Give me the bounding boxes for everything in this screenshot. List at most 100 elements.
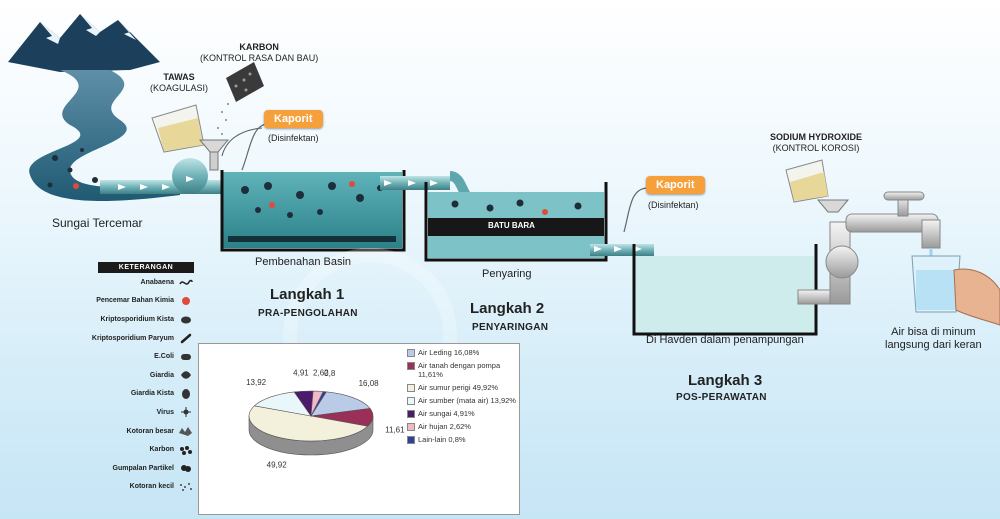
pie-legend-label: Air sumber (mata air) 13,92%	[418, 396, 516, 405]
pie-legend-item: Air Leding 16,08%	[407, 348, 517, 357]
pie-slice	[248, 405, 369, 442]
large-dirt-icon	[179, 427, 192, 437]
legend-item: E.Coli	[78, 347, 194, 366]
pie-slice	[253, 391, 312, 417]
legend-item: Kriptosporidium Paryum	[78, 329, 194, 348]
legend-item-label: Kotoran besar	[126, 427, 174, 435]
pie-slice-label: 13,92	[246, 378, 267, 387]
pie-slice-label: 2,62	[313, 368, 329, 377]
legend-item: Giardia Kista	[78, 385, 194, 404]
step-3-subtitle: POS-PERAWATAN	[676, 392, 767, 403]
pie-legend-label: Air sungai 4,91%	[418, 409, 475, 418]
pie-legend-item: Air tanah dengan pompa 11,61%	[407, 361, 517, 379]
kaporit-badge-1: Kaporit	[264, 110, 323, 128]
pie-legend-swatch	[407, 410, 415, 418]
pie-slice	[310, 391, 327, 417]
karbon-label: KARBON(KONTROL RASA DAN BAU)	[200, 42, 319, 63]
pie-legend: Air Leding 16,08% Air tanah dengan pompa …	[407, 348, 517, 448]
giardia-cyst-icon	[182, 388, 190, 399]
pie-legend-swatch	[407, 384, 415, 392]
step-2-title: Langkah 2	[470, 300, 545, 317]
pie-legend-item: Air sungai 4,91%	[407, 409, 517, 418]
hand-icon	[953, 268, 1000, 326]
legend-item: Anabaena	[78, 273, 194, 292]
karbon-cup-icon	[226, 62, 264, 102]
kaporit-badge-2: Kaporit	[646, 176, 705, 194]
river-label: Sungai Tercemar	[52, 216, 143, 230]
pie-legend-item: Air hujan 2,62%	[407, 422, 517, 431]
legend-item: Gumpalan Partikel	[78, 459, 194, 478]
disinfektan-label-1: (Disinfektan)	[268, 133, 319, 143]
carbon-icon	[180, 445, 192, 455]
step-1-title: Langkah 1	[270, 286, 345, 303]
pie-chart: 16,08 11,61 49,92 13,92 4,91 2,620,8	[246, 368, 405, 469]
virus-icon	[181, 407, 191, 418]
batu-bara-label: BATU BARA	[488, 221, 535, 230]
legend-item-label: Karbon	[149, 446, 175, 454]
pie-legend-label: Air hujan 2,62%	[418, 422, 471, 431]
legend-item-label: Virus	[156, 408, 174, 416]
pie-legend-item: Air sumber (mata air) 13,92%	[407, 396, 517, 405]
giardia-icon	[181, 371, 191, 380]
legend-item: Kriptosporidium Kista	[78, 310, 194, 329]
pre-treatment-basin	[222, 172, 402, 248]
legend-item: Kotoran besar	[78, 422, 194, 441]
pie-legend-label: Air tanah dengan pompa 11,61%	[418, 361, 501, 379]
chemical-dot-icon	[182, 296, 190, 305]
squiggle-icon	[179, 280, 193, 286]
small-dirt-icon	[180, 482, 192, 491]
pie-legend-label: Air sumur perigi 49,92%	[418, 383, 499, 392]
ecoli-icon	[181, 353, 191, 360]
sodium-label: SODIUM HYDROXIDE(KONTROL KOROSI)	[770, 132, 863, 153]
legend-item-label: Giardia	[149, 371, 174, 379]
step-1-subtitle: PRA-PENGOLAHAN	[258, 308, 358, 319]
legend-item-label: Kriptosporidium Kista	[100, 315, 174, 323]
legend-item: Giardia	[78, 366, 194, 385]
pie-legend-item: Air sumur perigi 49,92%	[407, 383, 517, 392]
pie-legend-swatch	[407, 423, 415, 431]
pie-legend-label: Air Leding 16,08%	[418, 348, 480, 357]
legend-item-label: E.Coli	[154, 353, 174, 361]
cyst-icon	[181, 316, 191, 324]
legend-item-label: Kotoran kecil	[129, 483, 174, 491]
sodium-cup-icon	[785, 159, 829, 203]
mountains	[8, 14, 160, 72]
step-2-subtitle: PENYARINGAN	[472, 322, 549, 333]
tawas-label: TAWAS(KOAGULASI)	[150, 72, 209, 93]
pie-slice-label: 11,61	[385, 425, 405, 434]
legend-item-label: Giardia Kista	[130, 390, 174, 398]
pie-legend-label: Lain-lain 0,8%	[418, 435, 466, 444]
legend-item-label: Anabaena	[140, 278, 174, 286]
step-3-title: Langkah 3	[688, 372, 763, 389]
disinfektan-label-2: (Disinfektan)	[648, 200, 699, 210]
pie-slice-label: 0,8	[324, 369, 336, 378]
pie-slice-label: 49,92	[267, 460, 288, 469]
pie-legend-swatch	[407, 349, 415, 357]
pie-slice-label: 4,91	[293, 368, 309, 377]
legend-item: Pencemar Bahan Kimia	[78, 292, 194, 311]
legend-item: Karbon	[78, 440, 194, 459]
rod-icon	[180, 333, 192, 344]
legend-item-label: Pencemar Bahan Kimia	[96, 297, 174, 305]
pie-legend-swatch	[407, 397, 415, 405]
legend-item: Kotoran kecil	[78, 478, 194, 497]
pie-legend-swatch	[407, 362, 415, 370]
legend-item-label: Kriptosporidium Paryum	[91, 334, 174, 342]
legend-header: KETERANGAN	[98, 262, 194, 273]
polluted-river	[29, 70, 180, 201]
basin-1-label: Pembenahan Basin	[255, 256, 352, 268]
pie-slice	[310, 391, 371, 417]
storage-basin	[634, 256, 814, 332]
water-glass-icon	[911, 255, 961, 313]
basin-3-label: Di Havden dalam penampungan	[646, 334, 804, 346]
legend-item: Virus	[78, 403, 194, 422]
pie-slice-label: 16,08	[359, 379, 380, 388]
particle-clump-icon	[181, 465, 191, 473]
pie-legend-swatch	[407, 436, 415, 444]
tawas-cup-icon	[151, 104, 205, 153]
basin-2-label: Penyaring	[482, 268, 532, 280]
